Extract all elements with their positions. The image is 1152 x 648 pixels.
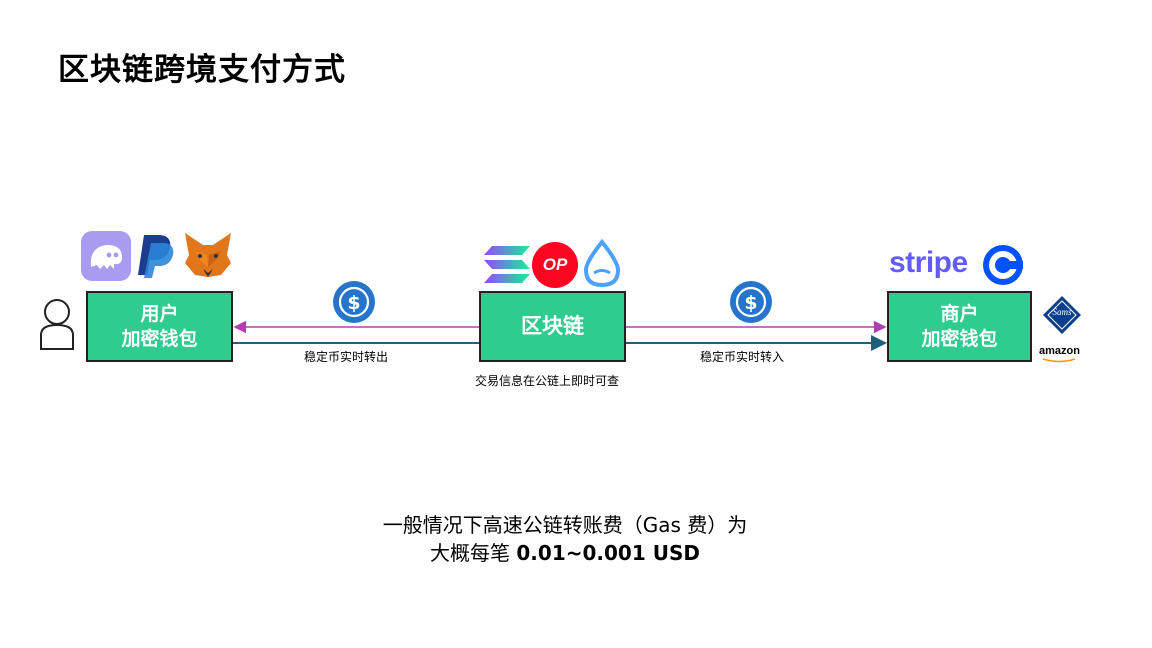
usdc-coin-icon: $ <box>333 281 375 323</box>
svg-text:$: $ <box>744 292 757 314</box>
chain-note: 交易信息在公链上即时可查 <box>475 374 620 388</box>
gas-fee-prefix: 大概每笔 <box>430 541 517 565</box>
phantom-wallet-icon <box>81 231 131 281</box>
svg-text:$: $ <box>347 292 360 314</box>
gas-fee-note: 一般情况下高速公链转账费（Gas 费）为 大概每笔 0.01~0.001 USD <box>0 511 1130 567</box>
user-node-line1: 用户 <box>140 302 179 325</box>
merchant-node-line2: 加密钱包 <box>921 327 998 350</box>
optimism-logo: OP <box>532 242 578 288</box>
blockchain-node: 区块链 <box>479 291 626 362</box>
page-title: 区块链跨境支付方式 <box>58 52 346 88</box>
usdc-coin-icon: $ <box>730 281 772 323</box>
user-node-line2: 加密钱包 <box>121 327 198 350</box>
user-wallet-node: 用户 加密钱包 <box>86 291 233 362</box>
metamask-fox-icon <box>185 233 231 277</box>
amazon-smile-icon <box>1042 358 1076 363</box>
solana-icon <box>484 246 530 283</box>
sams-club-text: Sams <box>1052 307 1072 317</box>
gas-fee-value: 0.01~0.001 USD <box>516 541 700 565</box>
optimism-logo-text: OP <box>542 255 568 274</box>
inflow-label: 稳定币实时转入 <box>700 350 785 364</box>
sui-drop-icon <box>583 238 621 288</box>
gas-fee-line2: 大概每笔 0.01~0.001 USD <box>0 539 1130 567</box>
amazon-logo-text: amazon <box>1039 345 1080 357</box>
gas-fee-line1: 一般情况下高速公链转账费（Gas 费）为 <box>382 513 748 537</box>
person-icon <box>40 299 74 350</box>
stripe-logo: stripe <box>889 246 968 279</box>
outflow-label: 稳定币实时转出 <box>304 350 389 364</box>
blockchain-node-label: 区块链 <box>521 314 584 338</box>
merchant-node-line1: 商户 <box>940 302 979 325</box>
merchant-wallet-node: 商户 加密钱包 <box>887 291 1032 362</box>
amazon-logo: amazon <box>1039 345 1080 363</box>
paypal-icon <box>138 235 174 278</box>
coinbase-icon <box>983 245 1023 285</box>
sams-club-logo <box>1043 296 1081 334</box>
